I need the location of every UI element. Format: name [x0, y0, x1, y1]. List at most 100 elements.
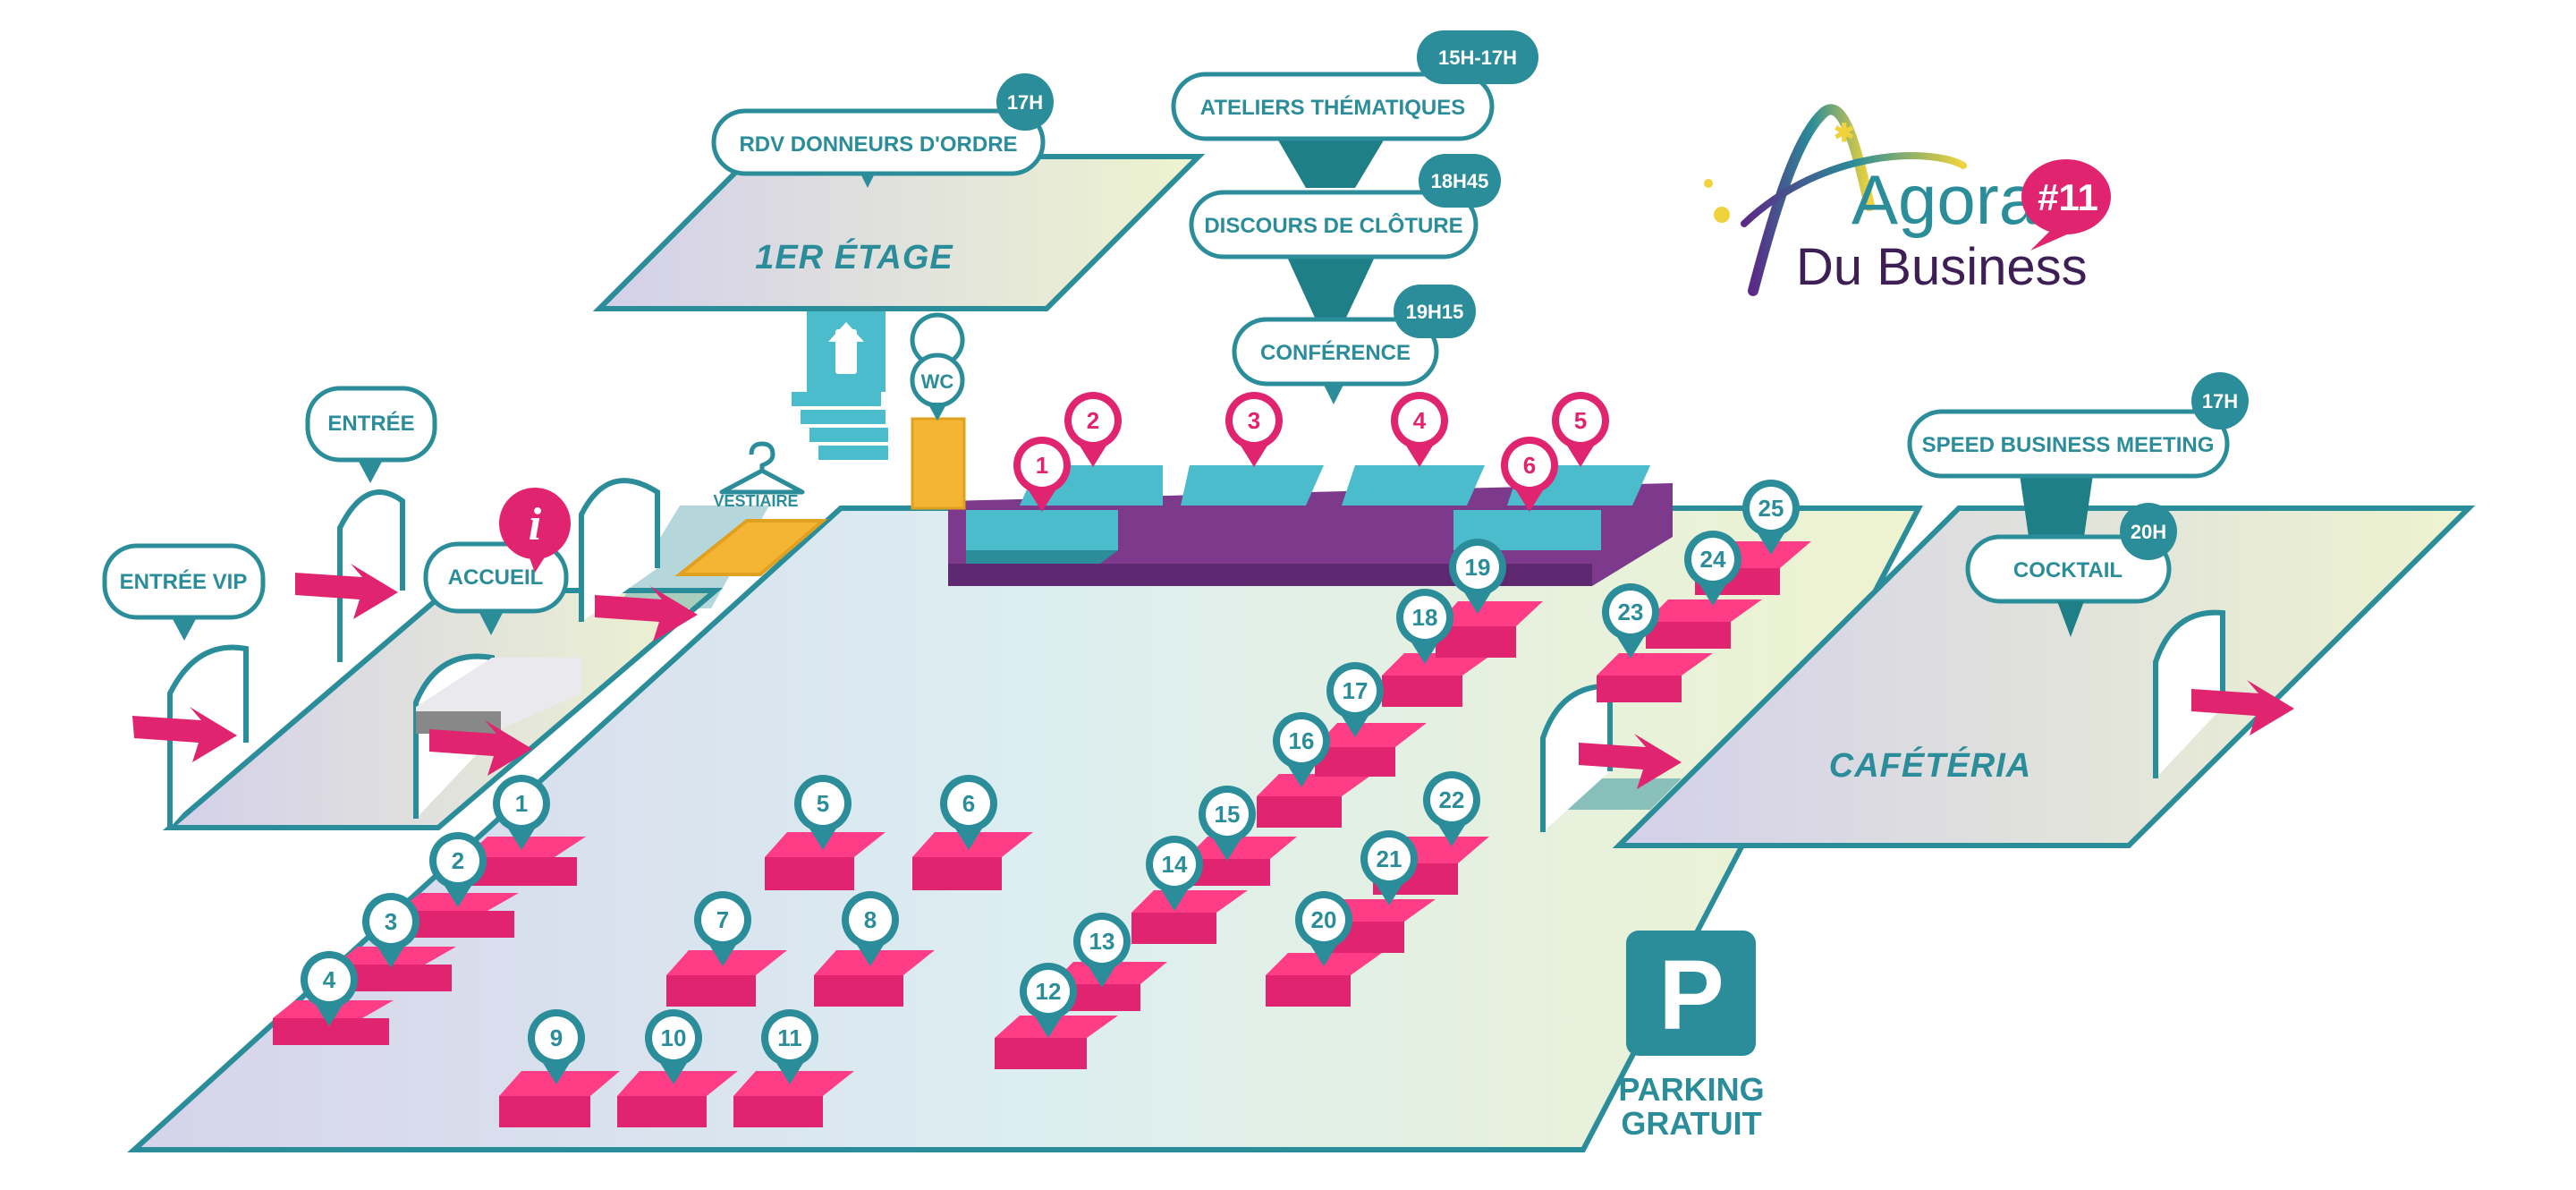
- stage-stand-pin-3-number: 3: [1248, 407, 1260, 434]
- accueil-label: ACCUEIL: [448, 565, 544, 590]
- floor-stand-pin-25[interactable]: 25: [1742, 480, 1800, 555]
- stage-stand-pin-2[interactable]: 2: [1064, 392, 1122, 467]
- floor-stand-pin-1[interactable]: 1: [493, 775, 550, 850]
- floor-stand-pin-9[interactable]: 9: [528, 1009, 585, 1084]
- floor-stand-pin-19[interactable]: 19: [1449, 539, 1506, 614]
- stage-stand-pin-5-number: 5: [1574, 407, 1587, 434]
- floor-stand-pin-7-number: 7: [716, 906, 729, 933]
- entree-vip-callout[interactable]: ENTRÉE VIP: [102, 543, 266, 641]
- floor-stand-pin-16[interactable]: 16: [1273, 712, 1330, 787]
- accueil-desk: [416, 658, 581, 734]
- stage-stand-pin-1[interactable]: 1: [1013, 437, 1071, 512]
- stage-stand-pin-6-number: 6: [1523, 452, 1536, 479]
- stage-stand-pin-4[interactable]: 4: [1391, 392, 1448, 467]
- floor-stand-pin-24-number: 24: [1700, 546, 1726, 573]
- floor-stand-pin-12[interactable]: 12: [1020, 963, 1077, 1038]
- floor-stand-pin-8[interactable]: 8: [842, 891, 899, 966]
- ateliers-time: 15H-17H: [1438, 47, 1517, 69]
- floor-stand-pin-13[interactable]: 13: [1073, 913, 1131, 988]
- entree-label: ENTRÉE: [327, 411, 414, 436]
- conference-time: 19H15: [1406, 301, 1464, 323]
- wc-area[interactable]: WC: [910, 312, 966, 510]
- cocktail-label: COCKTAIL: [2013, 558, 2123, 582]
- entree-vip-label: ENTRÉE VIP: [120, 569, 248, 594]
- floor-stand-pin-6[interactable]: 6: [940, 775, 997, 850]
- info-icon[interactable]: i: [499, 488, 571, 573]
- floor-stand-pin-9-number: 9: [550, 1024, 563, 1051]
- floor-stand-pin-21[interactable]: 21: [1360, 830, 1418, 905]
- stage-stand-pin-5[interactable]: 5: [1552, 392, 1609, 467]
- vestiaire-label: VESTIAIRE: [713, 492, 798, 510]
- speed-callout[interactable]: SPEED BUSINESS MEETING 17H: [1907, 372, 2249, 537]
- accueil-callout[interactable]: ACCUEIL i: [423, 488, 571, 635]
- floor-stand-pin-6-number: 6: [962, 790, 975, 817]
- parking-icon[interactable]: P: [1626, 931, 1756, 1056]
- first-floor-label: 1ER ÉTAGE: [755, 237, 953, 276]
- cafeteria-label: CAFÉTÉRIA: [1829, 745, 2031, 785]
- parking-label-line2: GRATUIT: [1621, 1105, 1761, 1142]
- floor-stand-pin-17[interactable]: 17: [1326, 662, 1384, 737]
- floor-stand-pin-3-number: 3: [385, 908, 397, 935]
- stage-platform: [948, 465, 1673, 586]
- floor-stand-pin-10[interactable]: 10: [645, 1009, 702, 1084]
- stage-stand-pin-3[interactable]: 3: [1225, 392, 1283, 467]
- floor-stand-pin-23[interactable]: 23: [1602, 583, 1659, 659]
- floor-stand-pin-12-number: 12: [1036, 978, 1062, 1005]
- floor-stand-pin-20[interactable]: 20: [1295, 891, 1352, 966]
- wc-label: WC: [921, 370, 954, 393]
- floor-stand-pin-5[interactable]: 5: [794, 775, 852, 850]
- discours-label: DISCOURS DE CLÔTURE: [1204, 213, 1462, 238]
- floor-stand-pin-14-number: 14: [1162, 851, 1188, 878]
- speed-label: SPEED BUSINESS MEETING: [1922, 433, 2215, 457]
- rdv-callout[interactable]: RDV DONNEURS D'ORDRE 17H: [711, 73, 1054, 188]
- floor-stand-pin-25-number: 25: [1758, 495, 1784, 522]
- floor-stand-pin-15[interactable]: 15: [1199, 786, 1256, 861]
- floor-stand-pin-17-number: 17: [1343, 677, 1368, 704]
- edition-label: #11: [2038, 176, 2098, 218]
- floor-stand-pin-13-number: 13: [1089, 928, 1115, 955]
- speed-time: 17H: [2202, 390, 2238, 412]
- parking-label-line1: PARKING: [1618, 1071, 1764, 1108]
- floor-stand-pin-11[interactable]: 11: [761, 1009, 818, 1084]
- vestiaire-area: VESTIAIRE: [674, 441, 828, 576]
- brand-word: Agora: [1852, 160, 2038, 239]
- floor-stand-pin-22-number: 22: [1439, 786, 1465, 813]
- edition-badge: #11: [2021, 159, 2111, 251]
- stand-blocks: [273, 541, 1811, 1127]
- floor-stand-pin-2[interactable]: 2: [429, 832, 487, 907]
- conference-callout[interactable]: CONFÉRENCE 19H15: [1232, 285, 1476, 404]
- floor-stand-pin-2-number: 2: [452, 847, 464, 874]
- stage-stand-pin-6[interactable]: 6: [1501, 437, 1558, 512]
- brand-subtitle: Du Business: [1796, 238, 2088, 296]
- discours-callout[interactable]: DISCOURS DE CLÔTURE 18H45: [1189, 154, 1501, 259]
- ateliers-callout[interactable]: ATELIERS THÉMATIQUES 15H-17H: [1171, 30, 1538, 141]
- floor-stand-pin-16-number: 16: [1289, 727, 1315, 754]
- discours-time: 18H45: [1431, 170, 1489, 192]
- floor-stand-pin-14[interactable]: 14: [1146, 836, 1203, 911]
- floor-stand-pin-21-number: 21: [1377, 846, 1402, 872]
- stage-stand-pin-2-number: 2: [1087, 407, 1099, 434]
- floor-stand-pin-3[interactable]: 3: [362, 893, 419, 968]
- rdv-time: 17H: [1007, 91, 1043, 114]
- hanger-icon: [719, 441, 805, 495]
- floor-stand-pin-22[interactable]: 22: [1423, 771, 1480, 846]
- cocktail-callout[interactable]: COCKTAIL 20H: [1965, 503, 2177, 637]
- stairs-up-icon[interactable]: [792, 311, 888, 460]
- door-cafeteria-out: [2153, 609, 2225, 778]
- cocktail-time: 20H: [2131, 521, 2166, 543]
- brand-logo: ✱ Agora #11 Du Business: [1704, 104, 2111, 296]
- first-floor: 1ER ÉTAGE: [592, 154, 1206, 311]
- floor-stand-pin-7[interactable]: 7: [694, 891, 751, 966]
- entree-callout[interactable]: ENTRÉE: [305, 386, 437, 483]
- sessions-column: [1277, 139, 1385, 318]
- floor-stand-pin-11-number: 11: [777, 1024, 802, 1051]
- conference-label: CONFÉRENCE: [1260, 340, 1411, 365]
- stage-stand-pin-1-number: 1: [1036, 452, 1048, 479]
- floor-stand-pin-4[interactable]: 4: [301, 951, 358, 1026]
- floor-stand-pin-18[interactable]: 18: [1396, 589, 1453, 664]
- floor-stand-pin-8-number: 8: [864, 906, 877, 933]
- floor-stand-pin-10-number: 10: [661, 1024, 687, 1051]
- floor-stand-pin-24[interactable]: 24: [1684, 531, 1741, 606]
